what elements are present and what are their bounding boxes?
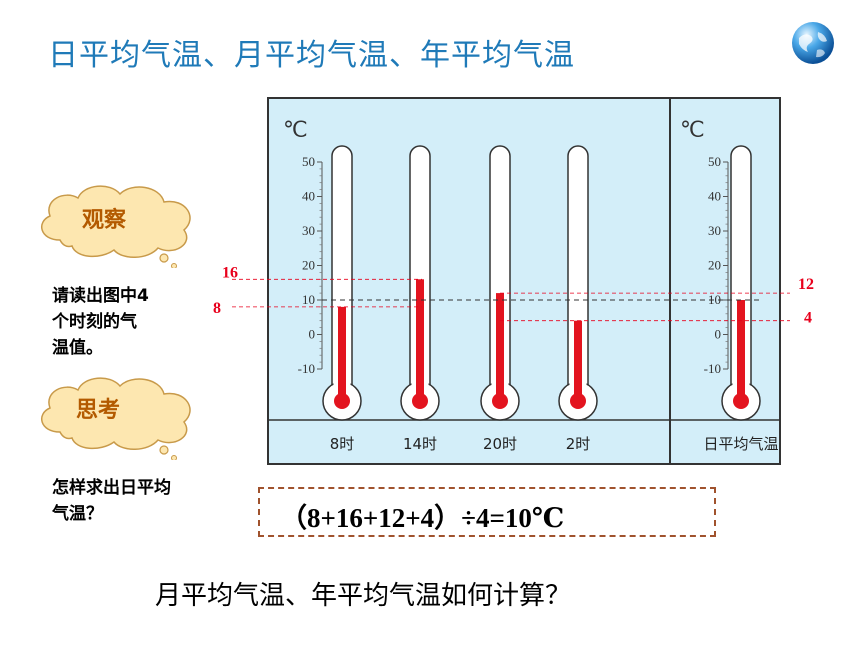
observe-line: 温值。	[52, 338, 103, 358]
mercury-column	[338, 306, 346, 401]
page-title: 日平均气温、月平均气温、年平均气温	[48, 38, 575, 73]
scale-tick-label: 10	[708, 292, 721, 307]
scale-tick-label: 40	[302, 189, 315, 204]
scale-tick-label: 0	[715, 327, 722, 342]
think-line: 怎样求出日平均	[52, 478, 171, 498]
unit-label: ℃	[680, 117, 705, 142]
mercury-bulb	[412, 393, 428, 409]
left-marker-value: 8	[213, 300, 221, 317]
thermometer-label: 2时	[566, 435, 591, 453]
scale-tick-label: -10	[298, 361, 315, 376]
mercury-column	[737, 300, 745, 401]
mercury-bulb	[334, 393, 350, 409]
scale-tick-label: -10	[704, 361, 721, 376]
scale-tick-label: 50	[302, 154, 315, 169]
left-marker-value: 16	[222, 264, 238, 281]
think-label: 思考	[76, 398, 121, 423]
scale-tick-label: 0	[309, 327, 316, 342]
unit-label: ℃	[283, 117, 308, 142]
right-marker-value: 12	[798, 276, 814, 293]
mercury-column	[574, 320, 582, 401]
thermometer-label: 20时	[483, 435, 517, 453]
scale-tick-label: 20	[302, 258, 315, 273]
right-marker-value: 4	[804, 310, 812, 327]
think-cloud	[40, 377, 191, 460]
observe-cloud	[40, 185, 191, 268]
thermometer-label: 8时	[330, 435, 355, 453]
observe-line: 个时刻的气	[52, 312, 137, 332]
mercury-bulb	[570, 393, 586, 409]
mercury-column	[416, 279, 424, 401]
think-prompt: 怎样求出日平均 气温？	[52, 475, 171, 527]
scale-tick-label: 10	[302, 292, 315, 307]
mercury-bulb	[492, 393, 508, 409]
observe-label: 观察	[82, 208, 127, 233]
observe-prompt: 请读出图中4 个时刻的气 温值。	[52, 283, 149, 361]
globe-icon	[792, 22, 834, 64]
scale-tick-label: 40	[708, 189, 721, 204]
formula-text: （8+16+12+4）÷4=10℃	[280, 503, 565, 533]
scale-tick-label: 30	[708, 223, 721, 238]
thermometer-label: 日平均气温	[703, 435, 778, 453]
formula-box	[258, 487, 716, 537]
think-line: 气温？	[52, 504, 103, 524]
observe-line: 请读出图中4	[52, 286, 149, 306]
scale-tick-label: 30	[302, 223, 315, 238]
mercury-bulb	[733, 393, 749, 409]
bottom-question: 月平均气温、年平均气温如何计算？	[155, 581, 572, 611]
mercury-column	[496, 293, 504, 401]
scale-tick-label: 50	[708, 154, 721, 169]
thermometer-label: 14时	[403, 435, 437, 453]
scale-tick-label: 20	[708, 258, 721, 273]
